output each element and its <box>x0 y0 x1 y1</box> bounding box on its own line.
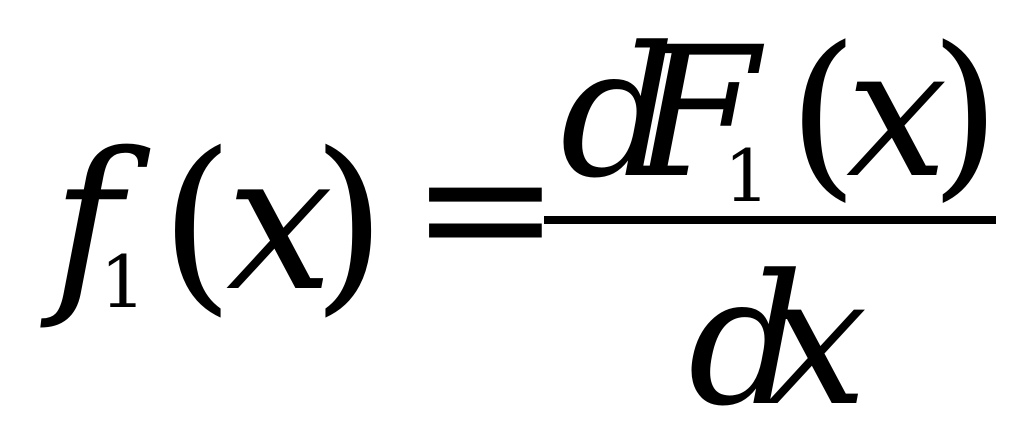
numerator-close-paren: ) <box>930 9 1001 218</box>
lhs-variable: x <box>226 112 334 333</box>
numerator-differential: d <box>560 9 676 218</box>
numerator-open-paren: ( <box>788 9 859 218</box>
equals-sign: = <box>410 103 561 312</box>
numerator-variable: x <box>846 9 948 218</box>
denominator-differential: d <box>688 237 804 446</box>
math-formula: f 1 ( x ) = d F 1 ( x ) d x <box>52 9 1001 446</box>
lhs-close-paren: ) <box>312 112 387 333</box>
numerator-function-symbol: F <box>634 9 759 218</box>
lhs-function-symbol: f <box>52 112 123 333</box>
fraction-bar <box>544 216 996 224</box>
lhs-subscript: 1 <box>100 240 146 324</box>
denominator-variable: x <box>766 237 868 446</box>
numerator-subscript: 1 <box>724 134 770 218</box>
lhs-open-paren: ( <box>160 112 235 333</box>
